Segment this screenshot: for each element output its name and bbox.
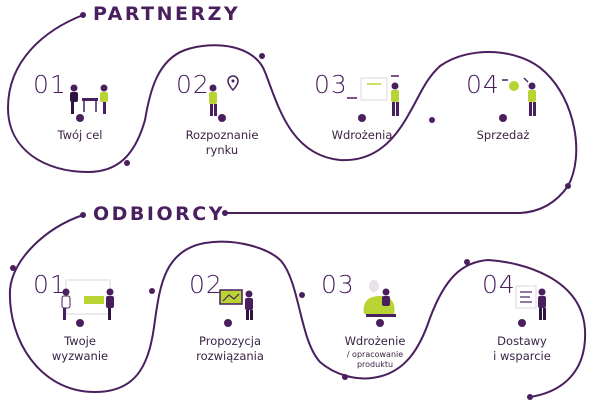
flow-dot — [429, 117, 435, 123]
sales-illustration — [502, 77, 536, 116]
partners-step-3-label: Wdrożenia — [331, 128, 393, 142]
implementation-illustration — [347, 75, 399, 116]
step-marker — [518, 319, 526, 327]
recipients-step-4-number: 04 — [482, 270, 516, 299]
partners-step-4-label: Sprzedaż — [476, 128, 530, 142]
flow-dot — [259, 53, 265, 59]
solution-proposal-illustration — [219, 289, 253, 320]
recipients-step-3-number: 03 — [321, 270, 355, 299]
flow-dot — [80, 12, 86, 18]
flow-dot — [342, 374, 348, 380]
step-marker — [376, 319, 384, 327]
step-marker — [358, 114, 366, 122]
flow-dot — [222, 210, 228, 216]
product-development-illustration — [363, 280, 396, 317]
partners-step-4-number: 04 — [466, 70, 500, 99]
heading-recipients: ODBIORCY — [93, 203, 225, 225]
partners-step-1-label: Twój cel — [57, 128, 103, 142]
flow-dot — [299, 292, 305, 298]
partners-flow-line — [6, 14, 578, 214]
flow-dot — [80, 212, 86, 218]
flow-dot — [464, 259, 470, 265]
flow-dot — [527, 394, 533, 400]
flow-dot — [565, 183, 571, 189]
recipients-step-3-label: Wdrożenie — [344, 334, 406, 348]
recipients-step-1-label: Twoje wyzwanie — [51, 334, 109, 363]
recipients-step-1-number: 01 — [33, 270, 67, 299]
step-marker — [218, 114, 226, 122]
partners-step-1-number: 01 — [33, 70, 67, 99]
recipients-step-4-label: Dostawy i wsparcie — [493, 334, 551, 363]
partners-step-3-number: 03 — [314, 70, 348, 99]
partners-step-2-number: 02 — [176, 70, 210, 99]
recipients-step-2-number: 02 — [189, 270, 223, 299]
step-marker — [224, 319, 232, 327]
recipients-step-3-sublabel: / opracowanie produktu — [346, 350, 404, 369]
meeting-illustration — [70, 84, 108, 114]
step-marker — [499, 114, 507, 122]
partners-step-2-label: Rozpoznanie rynku — [185, 128, 259, 157]
delivery-support-illustration — [515, 285, 546, 320]
flow-dot — [124, 160, 130, 166]
heading-partners: PARTNERZY — [93, 3, 241, 25]
flow-dot — [149, 288, 155, 294]
flow-dot — [10, 265, 16, 271]
market-research-illustration — [209, 75, 239, 116]
recipients-flow-line — [8, 214, 587, 398]
step-marker — [76, 114, 84, 122]
recipients-step-2-label: Propozycja rozwiązania — [196, 334, 264, 363]
challenge-illustration — [61, 279, 114, 320]
step-marker — [76, 319, 84, 327]
